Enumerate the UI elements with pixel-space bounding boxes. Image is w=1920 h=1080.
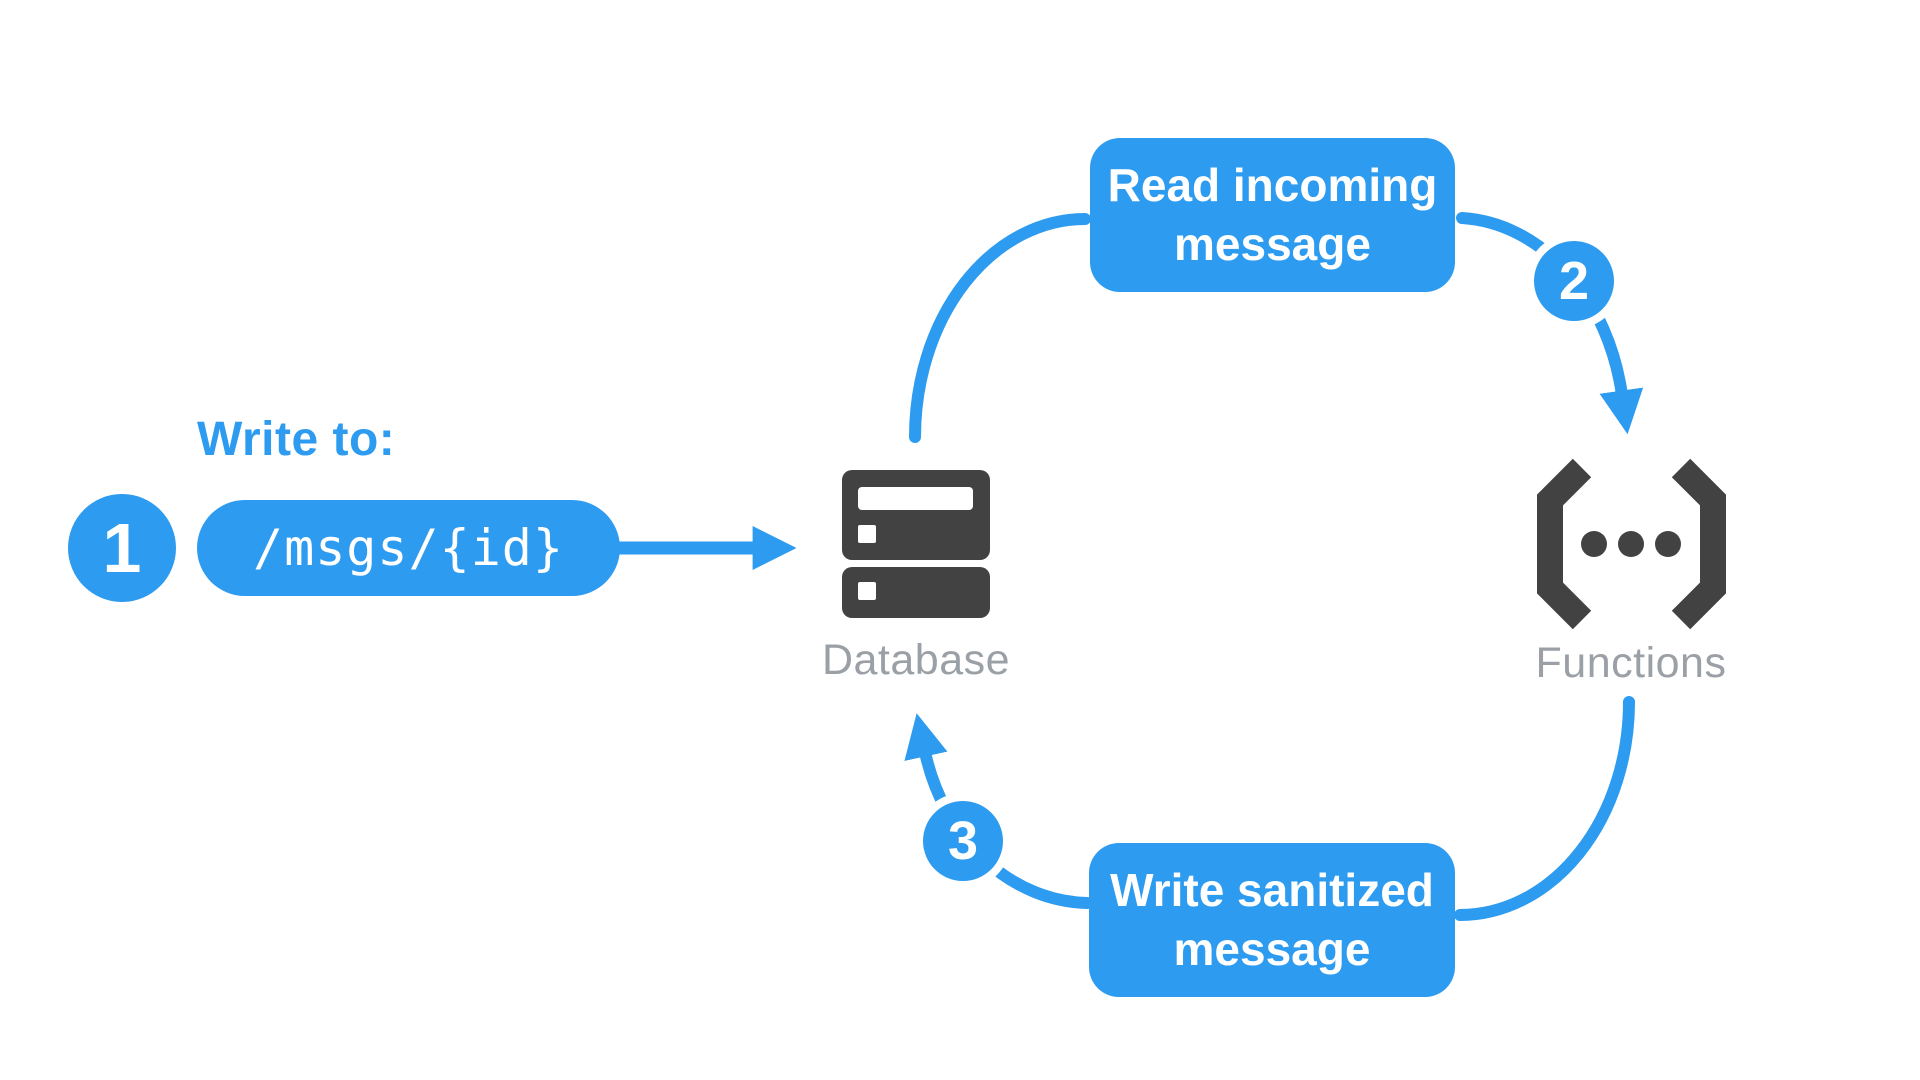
functions-label: Functions	[1535, 639, 1727, 687]
flow-arc-functions-to-write	[1454, 696, 1635, 921]
database-icon	[842, 470, 990, 618]
write-message-box: Write sanitized message	[1089, 843, 1455, 997]
step-badge-3: 3	[923, 801, 1003, 881]
write-message-line2: message	[1173, 923, 1371, 975]
step-badge-1-number: 1	[102, 509, 142, 587]
functions-icon	[1537, 458, 1726, 630]
flow-arc-database-to-read	[909, 213, 1091, 443]
database-path-label: /msgs/{id}	[252, 519, 565, 577]
read-message-box: Read incoming message	[1090, 138, 1455, 292]
step-badge-1: 1	[68, 494, 176, 602]
write-message-line1: Write sanitized	[1110, 864, 1434, 916]
step-badge-3-number: 3	[947, 811, 979, 871]
read-message-line1: Read incoming	[1107, 159, 1438, 211]
write-to-heading: Write to:	[197, 413, 396, 466]
step-badge-2-number: 2	[1558, 251, 1590, 311]
step-badge-2: 2	[1534, 241, 1614, 321]
database-label: Database	[821, 636, 1011, 684]
database-path-pill: /msgs/{id}	[197, 500, 620, 596]
read-message-line2: message	[1174, 218, 1371, 270]
